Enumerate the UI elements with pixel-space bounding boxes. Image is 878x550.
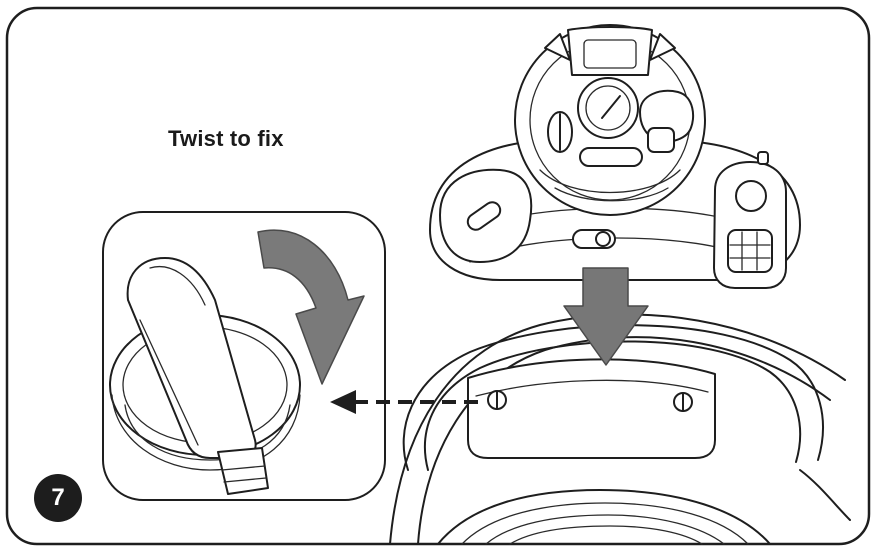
step-number-badge: 7 (34, 474, 82, 522)
step-number: 7 (51, 484, 65, 511)
arrow-down (563, 267, 649, 366)
steering-wheel-toy-illustration (429, 24, 801, 289)
twist-knob-illustration (109, 257, 301, 495)
instruction-caption: Twist to fix (168, 126, 284, 151)
curved-arrow (257, 229, 365, 385)
dashed-arrow-left (330, 390, 478, 414)
